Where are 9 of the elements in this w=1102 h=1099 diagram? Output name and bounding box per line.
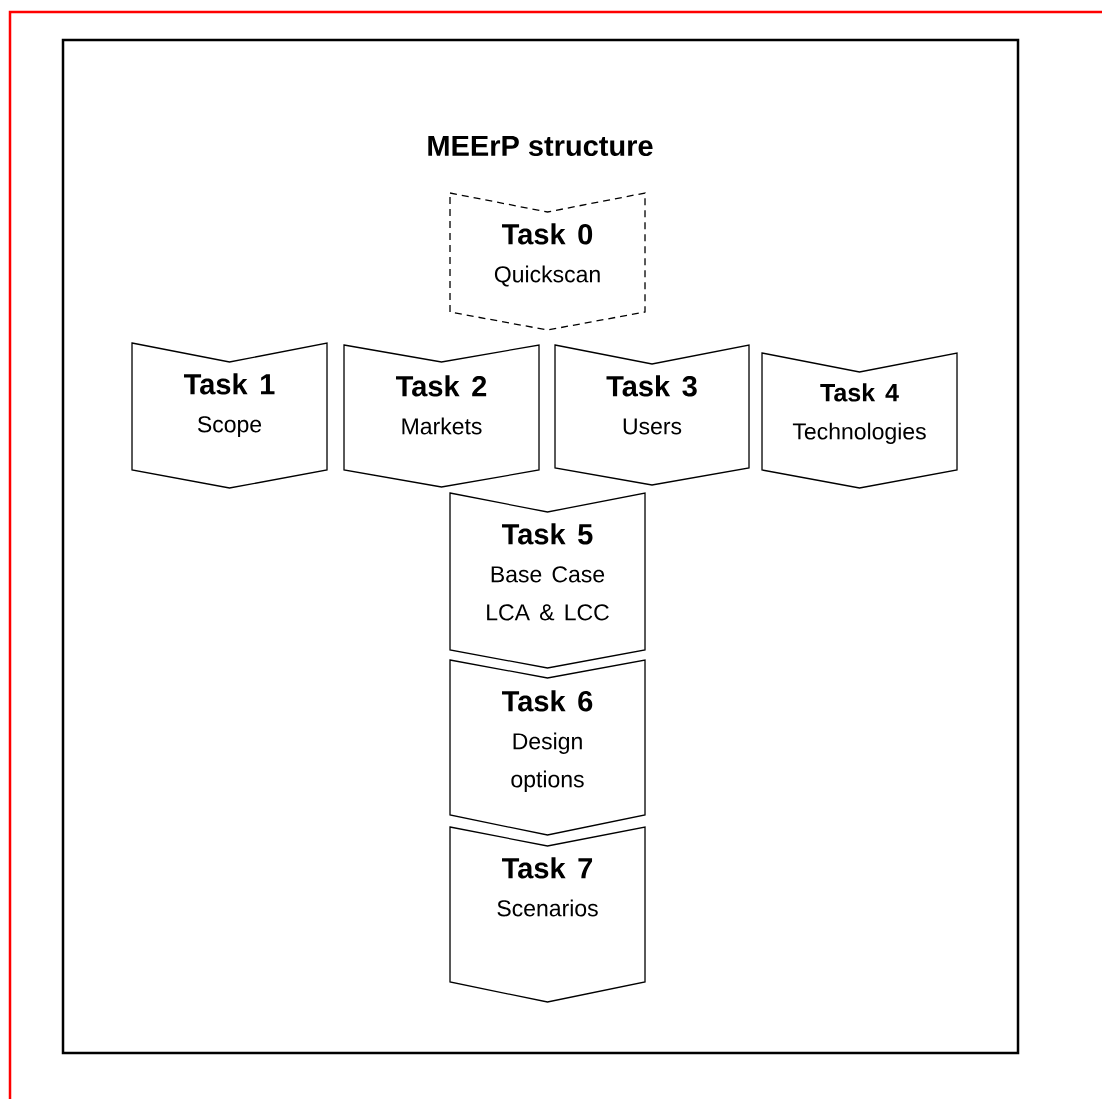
title: MEErP structure bbox=[428, 135, 653, 157]
chevron-box: Task 2 Markets bbox=[343, 344, 540, 488]
chevron-box: Task 5 Base Case LCA & LCC bbox=[449, 492, 646, 669]
chevron-box: Task 1 Scope bbox=[131, 342, 328, 489]
chevron-box: Task 7 Scenarios bbox=[449, 826, 646, 1003]
chevron-box: Task 4 Technologies bbox=[761, 352, 958, 489]
chevron-box: Task 3 Users bbox=[554, 344, 750, 486]
chevron-box: Task 0 Quickscan bbox=[449, 192, 646, 331]
chevron-box: Task 6 Design options bbox=[449, 659, 646, 836]
